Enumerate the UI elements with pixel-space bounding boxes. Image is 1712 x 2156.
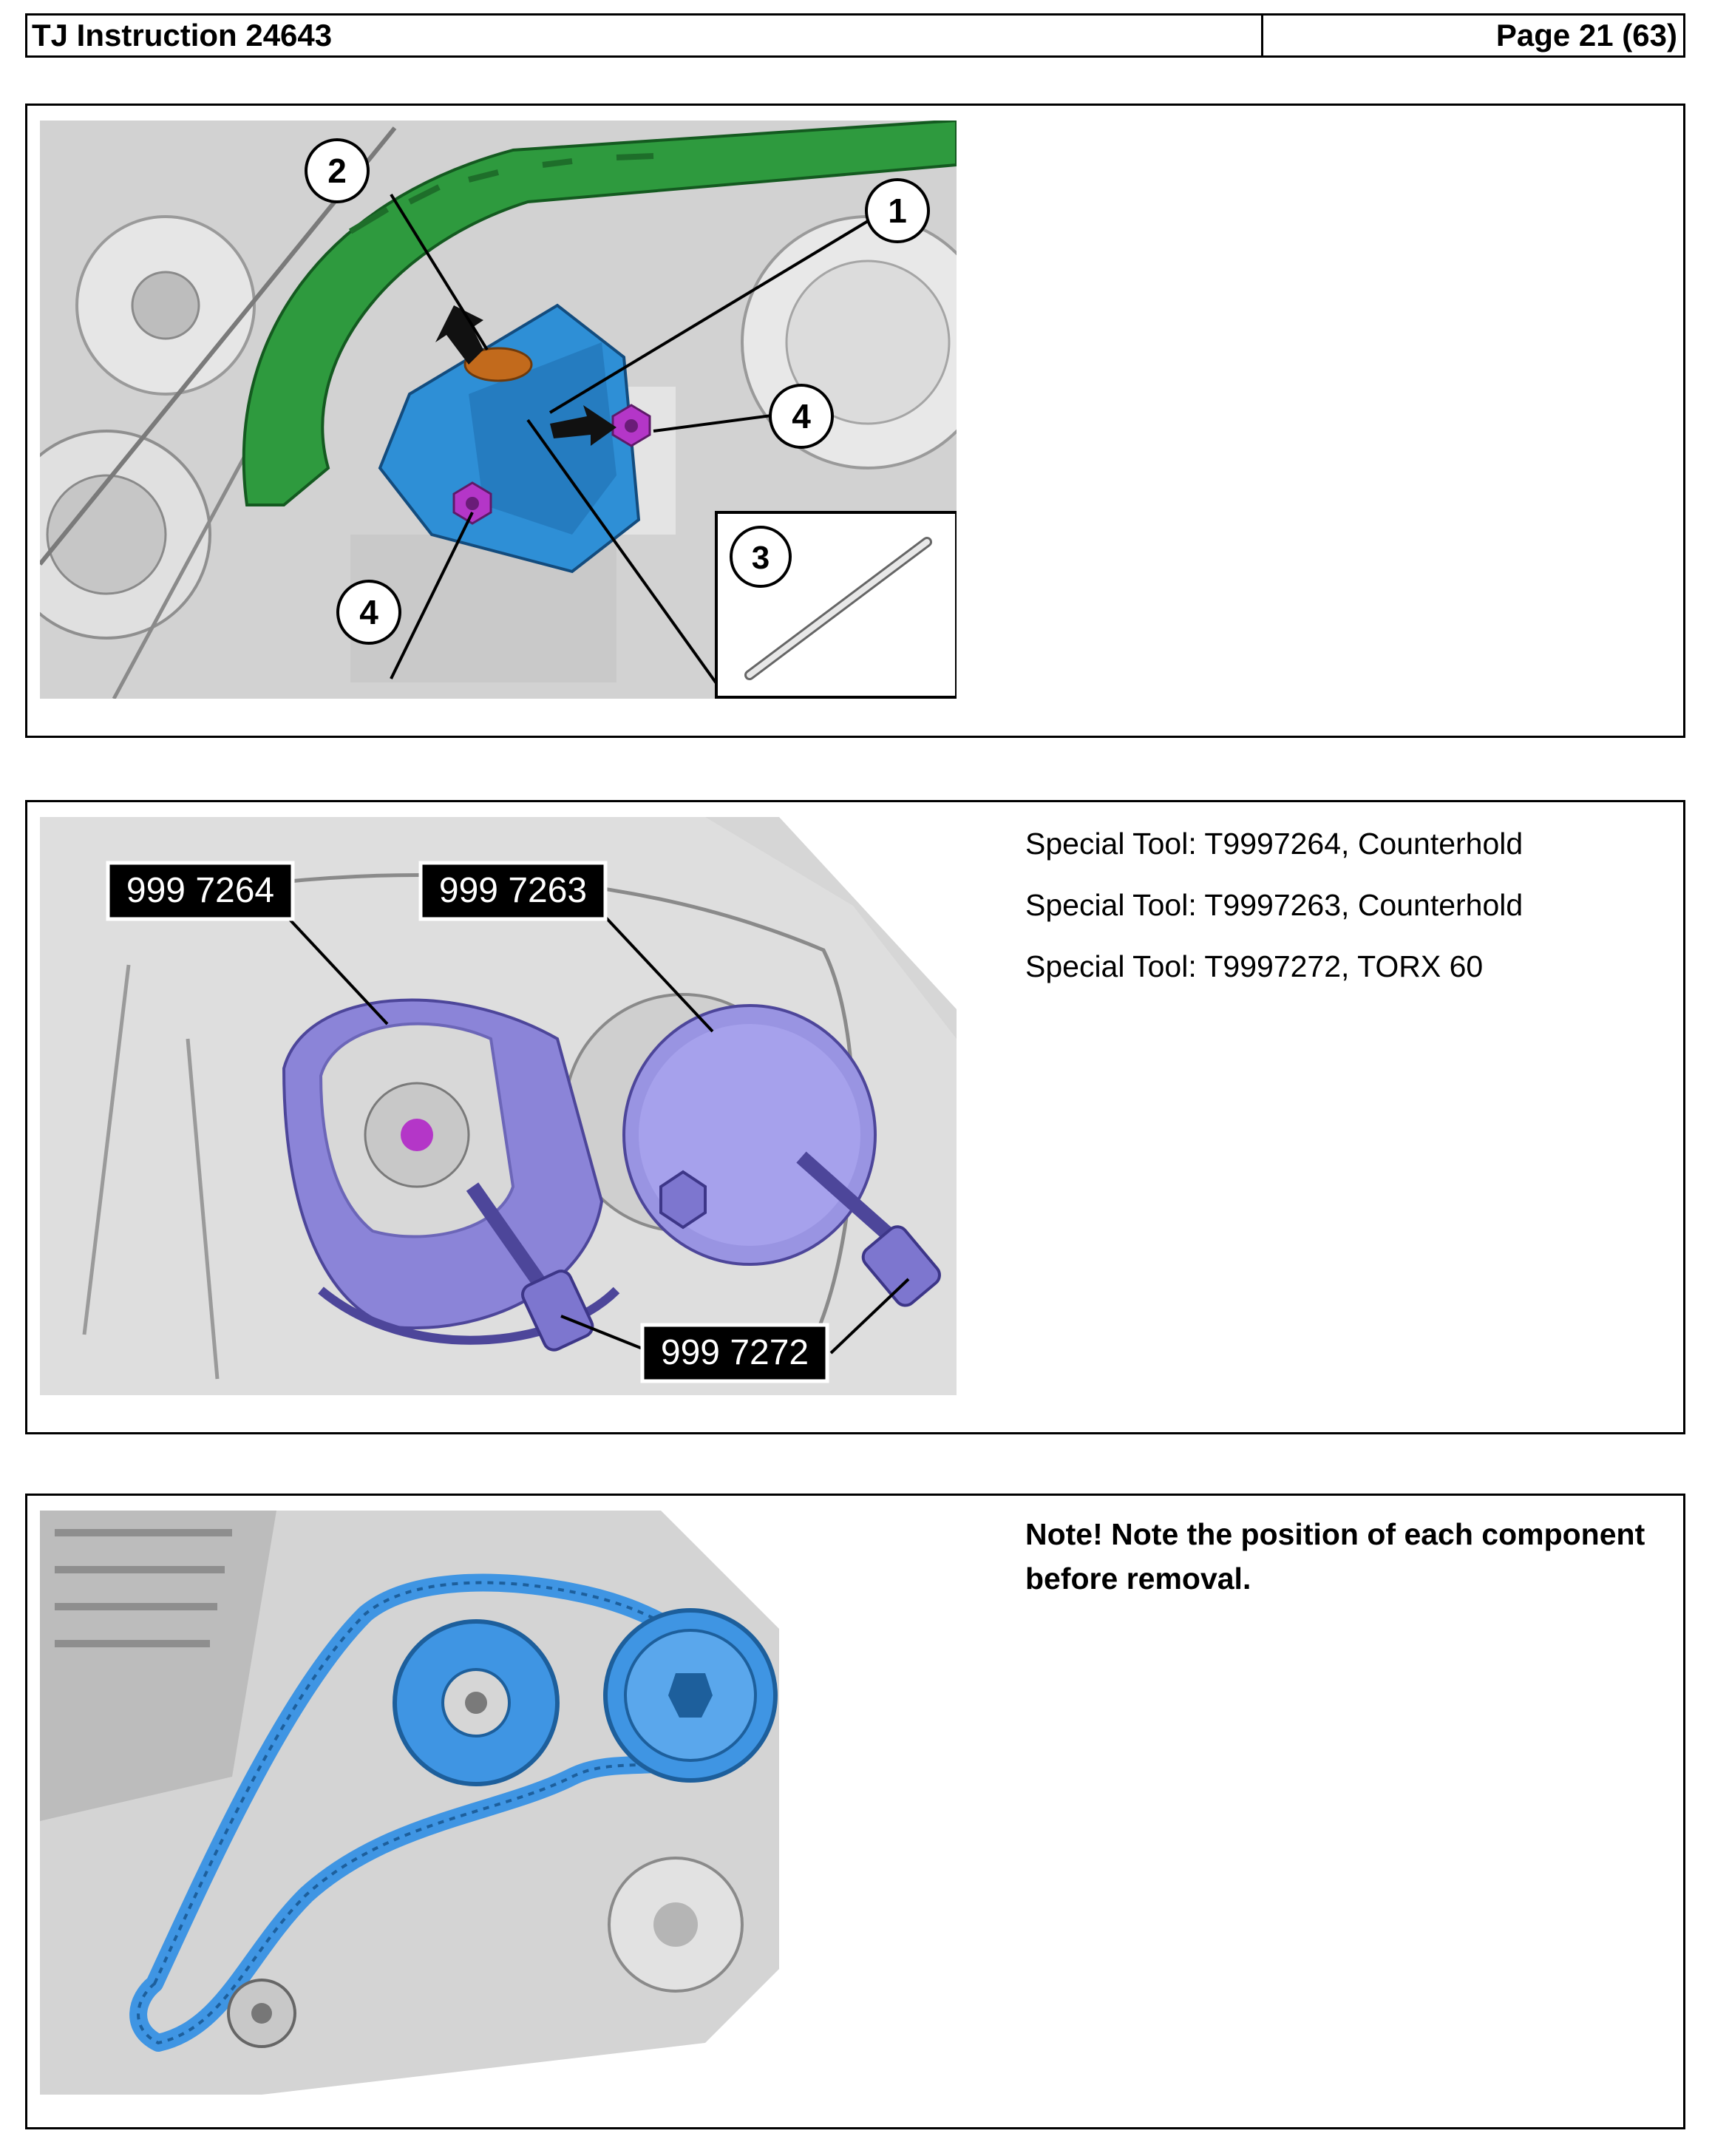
svg-text:4: 4	[792, 397, 811, 435]
svg-text:4: 4	[359, 593, 378, 631]
callout-4-left: 4	[336, 580, 401, 645]
svg-text:3: 3	[752, 540, 770, 576]
svg-text:999 7272: 999 7272	[661, 1333, 809, 1372]
callout-4-right: 4	[769, 384, 834, 449]
counterhold-tools-illustration: 999 7264 999 7263 999 7272	[40, 817, 957, 1395]
document-title: TJ Instruction 24643	[27, 16, 1263, 55]
callout-3: 3	[730, 526, 792, 588]
note-text: Note! Note the position of each componen…	[1025, 1517, 1645, 1596]
svg-text:999 7264: 999 7264	[126, 871, 274, 910]
callout-2: 2	[305, 138, 370, 203]
svg-text:999 7263: 999 7263	[439, 871, 587, 910]
special-tool-line: Special Tool: T9997272, TORX 60	[1025, 949, 1484, 983]
step-panel-3: Note! Note the position of each componen…	[25, 1494, 1685, 2129]
tool-label-9997264: 999 7264	[106, 861, 295, 921]
special-tool-line: Special Tool: T9997263, Counterhold	[1025, 888, 1524, 922]
special-tool-line: Special Tool: T9997264, Counterhold	[1025, 827, 1524, 861]
svg-text:1: 1	[888, 191, 907, 230]
callout-1: 1	[865, 178, 930, 243]
special-tools-list: Special Tool: T9997264, Counterhold Spec…	[1025, 821, 1676, 1006]
step-panel-2: 999 7264 999 7263 999 7272 Special Tool:…	[25, 800, 1685, 1434]
step-panel-1: 2 1 4 4 3	[25, 104, 1685, 738]
page-header: TJ Instruction 24643 Page 21 (63)	[25, 13, 1685, 58]
page-number: Page 21 (63)	[1495, 18, 1677, 52]
tool-label-9997272: 999 7272	[640, 1323, 829, 1383]
tool-label-9997263: 999 7263	[418, 861, 608, 921]
tensioner-illustration: 2 1 4 4 3	[40, 121, 957, 699]
svg-text:2: 2	[327, 152, 347, 190]
timing-chain-illustration	[40, 1511, 957, 2095]
